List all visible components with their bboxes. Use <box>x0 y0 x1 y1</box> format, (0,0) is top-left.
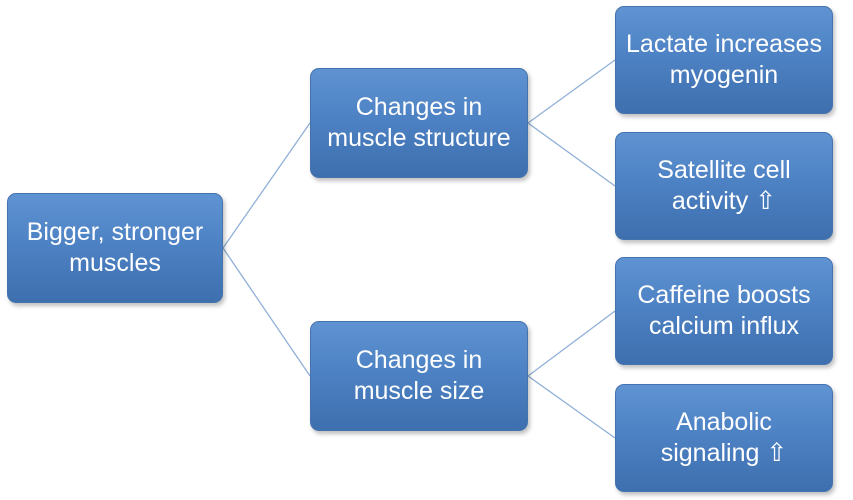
branch-node-muscle-structure: Changes in muscle structure <box>310 68 528 178</box>
connector-root-structure <box>222 122 311 249</box>
leaf-node-label: Satellite cell activity ⇧ <box>657 156 791 215</box>
leaf-node-anabolic-signaling: Anabolic signaling ⇧ <box>615 384 833 492</box>
connector-structure-satellite <box>527 122 616 187</box>
leaf-node-lactate-myogenin: Lactate increases myogenin <box>615 6 833 114</box>
connector-size-caffeine <box>527 310 616 377</box>
leaf-node-satellite-cell: Satellite cell activity ⇧ <box>615 132 833 240</box>
connector-root-size <box>222 247 311 377</box>
root-node: Bigger, stronger muscles <box>7 193 223 303</box>
connector-structure-lactate <box>527 59 616 124</box>
connector-size-anabolic <box>527 375 616 439</box>
leaf-node-label: Caffeine boosts calcium influx <box>637 281 811 340</box>
leaf-node-label: Anabolic signaling ⇧ <box>660 408 788 467</box>
branch-node-label: Changes in muscle structure <box>327 93 511 152</box>
leaf-node-caffeine-calcium: Caffeine boosts calcium influx <box>615 257 833 365</box>
root-node-label: Bigger, stronger muscles <box>26 218 204 277</box>
leaf-node-label: Lactate increases myogenin <box>626 30 822 89</box>
branch-node-label: Changes in muscle size <box>353 346 485 405</box>
branch-node-muscle-size: Changes in muscle size <box>310 321 528 431</box>
